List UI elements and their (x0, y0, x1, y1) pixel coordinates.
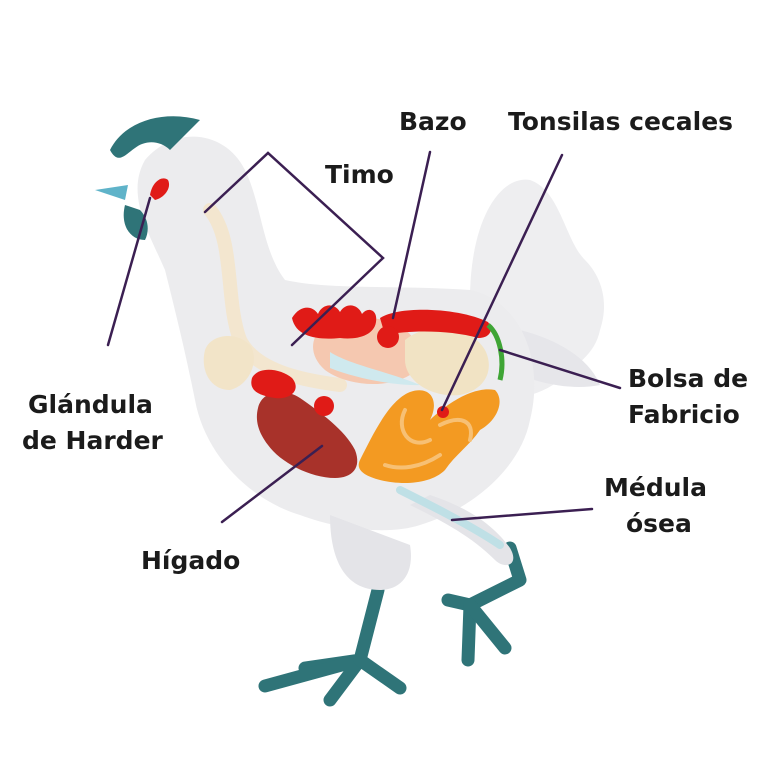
thymus-shape (292, 305, 377, 339)
crop (203, 335, 254, 390)
leader-glandula-de-harder (106, 196, 152, 347)
leader-tonsilas-cecales (440, 153, 564, 412)
leader-higado (220, 444, 324, 524)
label-higado: Hígado (141, 546, 241, 575)
liver-shape (256, 392, 358, 478)
beak (95, 185, 128, 200)
label-glandula-de-harder-line2: de Harder (22, 426, 163, 455)
label-medula-osea-line2: ósea (626, 509, 692, 538)
leader-timo (203, 151, 385, 347)
heart-small-shape (314, 396, 334, 416)
bursa-shape (486, 323, 505, 381)
femur-marrow-shape (396, 486, 504, 549)
leader-bazo (391, 150, 432, 320)
label-tonsilas-cecales: Tonsilas cecales (508, 107, 734, 136)
leader-medula-osea (450, 507, 594, 522)
label-bolsa-de-fabricio-line1: Bolsa de (628, 364, 749, 393)
leader-bolsa-de-fabricio (498, 348, 622, 390)
leader-lines (106, 150, 622, 524)
spleen-intestine-shape (380, 309, 491, 338)
cecal-tonsil-shape (437, 406, 449, 418)
heart-shape (251, 369, 296, 399)
harderian-gland-shape (150, 178, 170, 200)
intestine-shape (358, 389, 500, 483)
intestine-loops (383, 408, 473, 470)
legs (258, 541, 527, 707)
gizzard-shape (405, 327, 489, 396)
label-bolsa-de-fabricio-line2: Fabricio (628, 400, 740, 429)
label-medula-osea-line1: Médula (604, 473, 707, 502)
label-bazo: Bazo (399, 107, 467, 136)
label-glandula-de-harder-line1: Glándula (28, 390, 153, 419)
spleen-shape (377, 326, 399, 348)
label-timo: Timo (325, 160, 394, 189)
cecum-highlight (330, 352, 420, 386)
